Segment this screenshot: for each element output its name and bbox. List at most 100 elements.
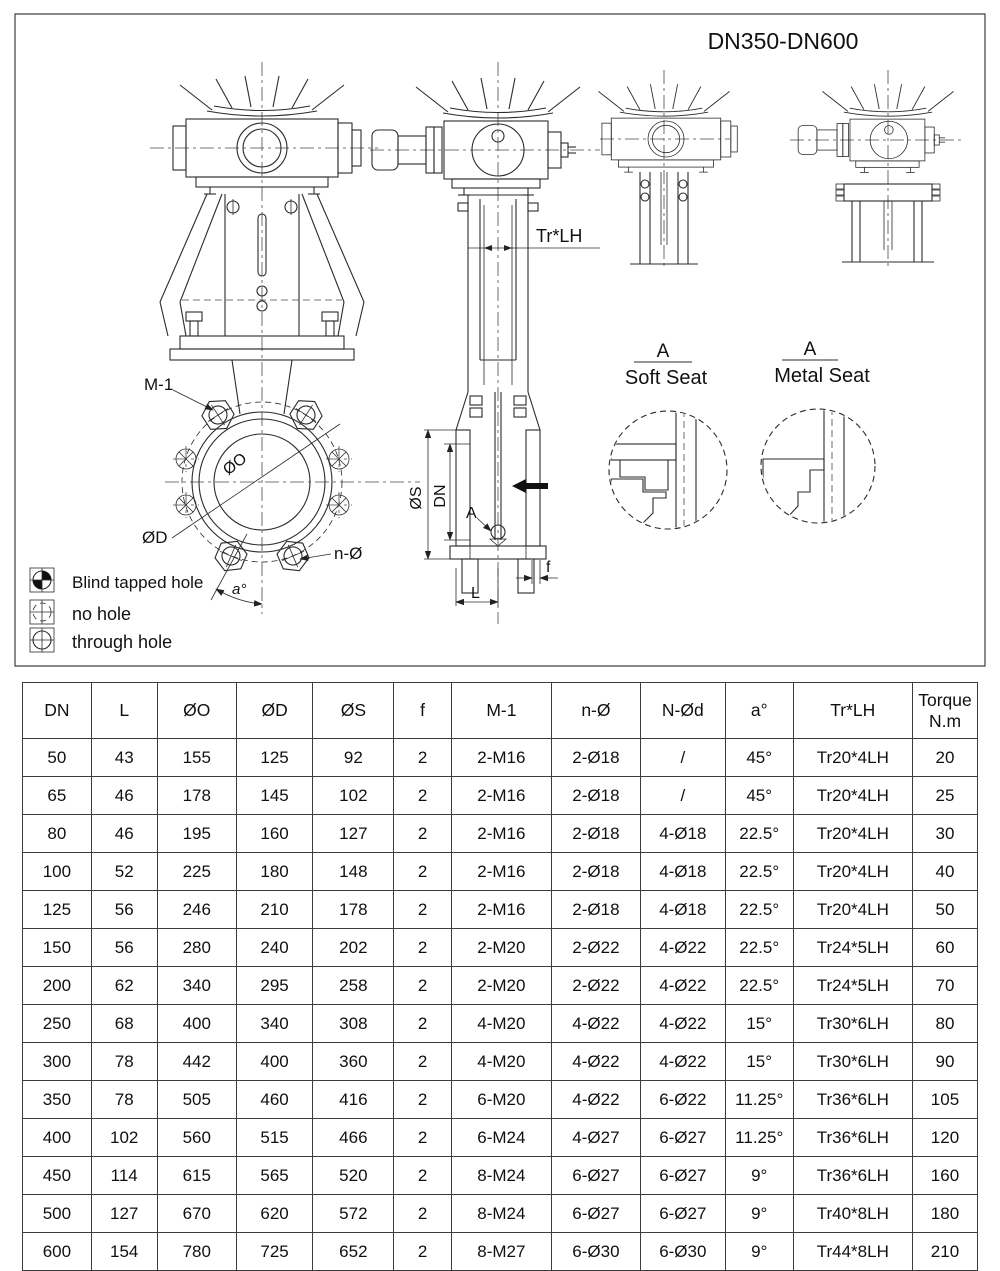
- table-cell: 442: [156, 1042, 237, 1081]
- table-cell: 40: [911, 852, 979, 891]
- table-cell: 2-M16: [450, 890, 553, 929]
- table-cell: 92: [312, 738, 395, 777]
- table-cell: 6-M24: [450, 1118, 553, 1157]
- table-cell: 50: [22, 738, 92, 777]
- legend-label-blind-tapped-hole: Blind tapped hole: [72, 573, 203, 592]
- table-cell: 4-Ø22: [551, 1004, 641, 1043]
- table-cell: 450: [22, 1156, 92, 1195]
- column-header: Torque N.m: [911, 682, 979, 739]
- table-cell: Tr30*6LH: [792, 1004, 913, 1043]
- tr-lh-label: Tr*LH: [536, 226, 582, 246]
- table-cell: 60: [911, 928, 979, 967]
- drawing-area: DN350-DN600 Tr*LH M-1 ØO ØD n-Ø a° ØS DN…: [14, 13, 986, 667]
- table-cell: 600: [22, 1232, 92, 1271]
- table-cell: 8-M27: [450, 1232, 553, 1271]
- table-cell: 178: [156, 776, 237, 815]
- table-cell: 8-M24: [450, 1156, 553, 1195]
- table-cell: 80: [22, 814, 92, 853]
- table-cell: 4-M20: [450, 1042, 553, 1081]
- table-cell: 565: [235, 1156, 314, 1195]
- table-cell: 125: [235, 738, 314, 777]
- table-cell: 46: [90, 776, 158, 815]
- column-header: N-Ød: [639, 682, 726, 739]
- actuator-front-view-small: [597, 70, 738, 268]
- table-cell: 2: [393, 928, 452, 967]
- n-phi-leader: [299, 553, 332, 561]
- table-cell: 2: [393, 1118, 452, 1157]
- table-cell: 148: [312, 852, 395, 891]
- table-cell: 6-Ø27: [639, 1194, 726, 1233]
- table-cell: 300: [22, 1042, 92, 1081]
- table-cell: 2: [393, 1080, 452, 1119]
- l-label: L: [471, 585, 480, 602]
- table-cell: 500: [22, 1194, 92, 1233]
- table-cell: 2: [393, 890, 452, 929]
- table-cell: 4-Ø22: [639, 1004, 726, 1043]
- table-cell: 78: [90, 1042, 158, 1081]
- table-cell: 2: [393, 966, 452, 1005]
- table-cell: 2-Ø18: [551, 852, 641, 891]
- actuator-side-view-small: [790, 70, 962, 268]
- table-cell: 100: [22, 852, 92, 891]
- column-header: ØS: [312, 682, 395, 739]
- table-cell: 2: [393, 1042, 452, 1081]
- table-cell: 2-Ø18: [551, 738, 641, 777]
- table-cell: 670: [156, 1194, 237, 1233]
- table-cell: 102: [90, 1118, 158, 1157]
- table-cell: 416: [312, 1080, 395, 1119]
- table-cell: 9°: [724, 1156, 794, 1195]
- table-cell: 195: [156, 814, 237, 853]
- table-cell: 4-Ø18: [639, 852, 726, 891]
- metal-seat-caption: Metal Seat: [774, 365, 870, 387]
- table-cell: 460: [235, 1080, 314, 1119]
- table-cell: 120: [911, 1118, 979, 1157]
- table-cell: 466: [312, 1118, 395, 1157]
- table-cell: 6-Ø27: [639, 1156, 726, 1195]
- table-cell: 2-Ø18: [551, 776, 641, 815]
- table-cell: 6-Ø30: [639, 1232, 726, 1271]
- table-cell: 2: [393, 738, 452, 777]
- metal-seat-ref: A: [804, 339, 817, 360]
- table-cell: 2: [393, 1232, 452, 1271]
- table-cell: 154: [90, 1232, 158, 1271]
- table-cell: 2-Ø18: [551, 814, 641, 853]
- table-cell: 11.25°: [724, 1118, 794, 1157]
- soft-seat-ref: A: [657, 341, 670, 362]
- table-cell: 295: [235, 966, 314, 1005]
- table-cell: 78: [90, 1080, 158, 1119]
- column-header: f: [393, 682, 452, 739]
- table-cell: 505: [156, 1080, 237, 1119]
- table-cell: /: [639, 738, 726, 777]
- table-cell: Tr36*6LH: [792, 1080, 913, 1119]
- table-cell: 2-Ø18: [551, 890, 641, 929]
- table-cell: 2-M20: [450, 966, 553, 1005]
- table-cell: 68: [90, 1004, 158, 1043]
- table-cell: 340: [156, 966, 237, 1005]
- table-cell: 2-M16: [450, 738, 553, 777]
- table-cell: 780: [156, 1232, 237, 1271]
- table-cell: 56: [90, 928, 158, 967]
- table-cell: 225: [156, 852, 237, 891]
- table-cell: Tr44*8LH: [792, 1232, 913, 1271]
- table-cell: 2: [393, 1004, 452, 1043]
- table-cell: 2: [393, 814, 452, 853]
- column-header: ØD: [235, 682, 314, 739]
- table-cell: 15°: [724, 1042, 794, 1081]
- table-cell: 22.5°: [724, 966, 794, 1005]
- table-cell: 62: [90, 966, 158, 1005]
- table-cell: 11.25°: [724, 1080, 794, 1119]
- table-cell: 6-Ø22: [639, 1080, 726, 1119]
- drawing-title: DN350-DN600: [708, 28, 859, 54]
- column-header: DN: [22, 682, 92, 739]
- table-cell: 2: [393, 852, 452, 891]
- table-cell: 2: [393, 1156, 452, 1195]
- table-cell: 4-Ø18: [639, 814, 726, 853]
- table-cell: 400: [235, 1042, 314, 1081]
